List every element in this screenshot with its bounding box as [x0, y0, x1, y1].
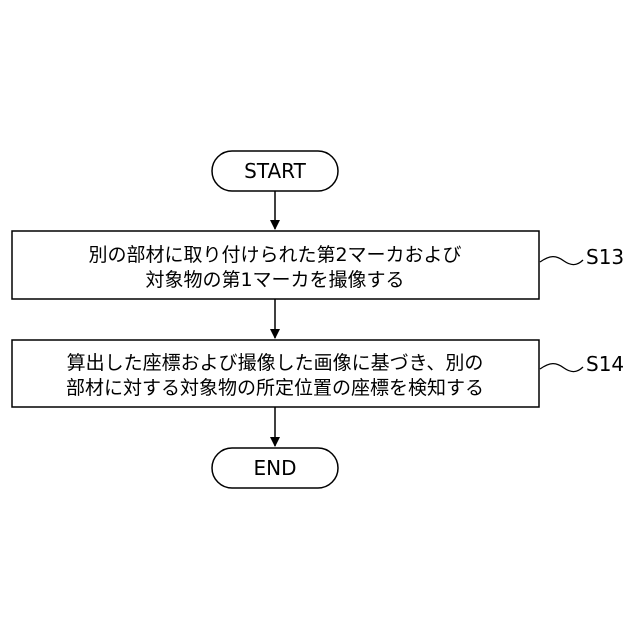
end-label: END — [254, 456, 297, 480]
step-s14-line-2: 部材に対する対象物の所定位置の座標を検知する — [66, 377, 484, 399]
step-label-s14: S14 — [586, 352, 624, 376]
step-box-s13: 別の部材に取り付けられた第2マーカおよび 対象物の第1マーカを撮像する — [12, 231, 539, 299]
step-s13-line-1: 別の部材に取り付けられた第2マーカおよび — [88, 244, 461, 266]
step-box-s14: 算出した座標および撮像した画像に基づき、別の 部材に対する対象物の所定位置の座標… — [12, 340, 539, 407]
end-terminal: END — [212, 448, 338, 488]
step-label-s13: S13 — [586, 245, 624, 269]
leader-line-s14 — [540, 364, 583, 372]
leader-line-s13 — [540, 257, 583, 265]
step-s14-line-1: 算出した座標および撮像した画像に基づき、別の — [67, 352, 484, 374]
step-s13-line-2: 対象物の第1マーカを撮像する — [145, 269, 404, 291]
start-label: START — [244, 159, 306, 183]
start-terminal: START — [212, 151, 338, 191]
